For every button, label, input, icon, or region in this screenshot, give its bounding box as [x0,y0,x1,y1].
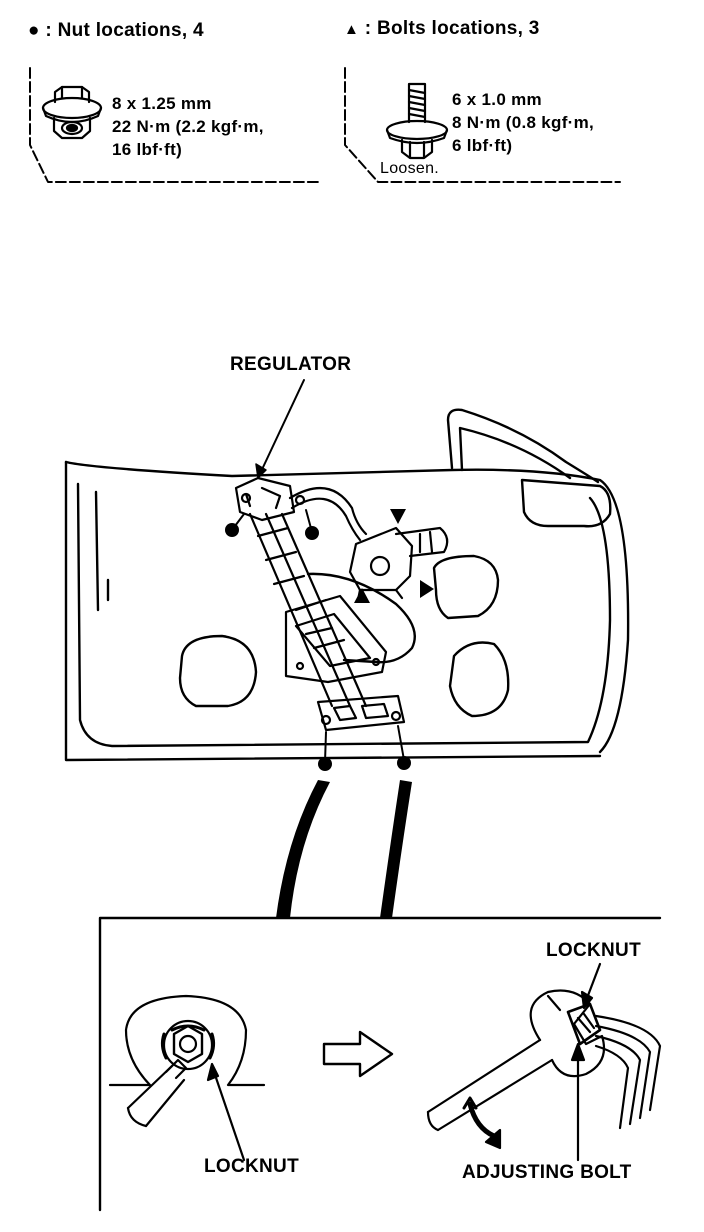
bolt-spec-box [344,67,621,183]
filled-circle-icon: ● [28,20,40,41]
bolt-location-1 [390,509,406,524]
bolt-spec-size: 6 x 1.0 mm [452,90,542,109]
nut-markers [225,523,411,771]
locknut-label-right: LOCKNUT [546,940,641,961]
adjusting-bolt-label: ADJUSTING BOLT [462,1162,632,1183]
bolt-location-2 [354,588,370,603]
nut-location-3 [318,757,332,771]
nut-legend: ● : Nut locations, 4 [28,20,204,42]
nut-location-1 [225,523,239,537]
regulator-label: REGULATOR [230,354,352,375]
regulator-arrow-icon [255,463,267,479]
flange-nut-icon [41,85,103,140]
wrench-adjustment-closeup [426,962,662,1162]
bolt-legend-text: : Bolts locations, 3 [364,18,540,39]
bolt-spec-torque-line1: 8 N·m (0.8 kgf·m, [452,113,595,132]
nut-location-4 [397,756,411,770]
zoom-callout-frame [98,916,662,1212]
nut-location-2 [305,526,319,540]
filled-triangle-icon: ▲ [344,21,360,38]
nut-spec-torque-line2: 16 lbf·ft) [112,140,183,159]
bolt-legend: ▲ : Bolts locations, 3 [344,18,540,40]
door-inner-panel [64,408,630,762]
window-regulator [234,476,449,732]
step-arrow-icon [322,1030,394,1078]
nut-spec-box [29,67,319,183]
bolt-spec-torque-line2: 6 lbf·ft) [452,136,513,155]
bolt-markers [354,509,434,603]
bolt-spec-note: Loosen. [380,160,440,177]
locknut-closeup [108,994,266,1162]
nut-legend-text: : Nut locations, 4 [45,20,204,41]
bolt-location-3 [420,580,434,598]
nut-spec-torque-line1: 22 N·m (2.2 kgf·m, [112,117,264,136]
locknut-label-left: LOCKNUT [204,1156,299,1177]
nut-spec-size: 8 x 1.25 mm [112,94,212,113]
flange-bolt-icon [385,82,449,160]
zoom-callout-leaders [276,780,412,918]
